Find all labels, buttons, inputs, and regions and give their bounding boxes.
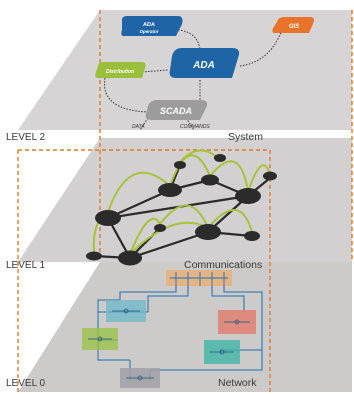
graph-node bbox=[214, 154, 226, 162]
graph-node bbox=[158, 183, 182, 197]
scada-label: SCADA bbox=[160, 106, 192, 116]
commands-link-label: COMMANDS bbox=[180, 124, 210, 130]
network-layer-title: Network bbox=[218, 377, 257, 389]
graph-node bbox=[174, 161, 186, 169]
scada-node: SCADA bbox=[145, 100, 208, 120]
graph-node bbox=[195, 224, 221, 240]
distribution-label: Distribution bbox=[106, 69, 134, 75]
distribution-node: Distribution bbox=[95, 62, 146, 78]
graph-node bbox=[201, 174, 219, 186]
ada-operator-title: ADA bbox=[142, 22, 155, 28]
gis-node: GIS bbox=[272, 17, 314, 33]
system-layer-title: System bbox=[228, 131, 263, 143]
graph-node bbox=[235, 188, 261, 204]
graph-node bbox=[244, 231, 260, 241]
communications-layer-title: Communications bbox=[184, 259, 262, 271]
ada-operator-subtitle: Operator bbox=[139, 29, 158, 34]
level-1-label: LEVEL 1 bbox=[6, 260, 46, 271]
level-2-label: LEVEL 2 bbox=[6, 132, 46, 143]
graph-nodes bbox=[86, 154, 277, 266]
network-schematic bbox=[82, 270, 263, 388]
graph-node bbox=[263, 171, 277, 181]
graph-node bbox=[86, 251, 102, 261]
graph-node bbox=[154, 224, 166, 232]
ada-node: ADA bbox=[169, 48, 240, 78]
data-link-label: DATA bbox=[132, 124, 145, 130]
graph-node bbox=[95, 210, 121, 226]
ada-label: ADA bbox=[192, 60, 215, 71]
ada-operator-node: ADA Operator bbox=[121, 16, 183, 36]
level-0-label: LEVEL 0 bbox=[6, 378, 46, 389]
gis-label: GIS bbox=[289, 24, 299, 30]
system-connectors bbox=[104, 29, 283, 131]
graph-node bbox=[118, 250, 142, 266]
